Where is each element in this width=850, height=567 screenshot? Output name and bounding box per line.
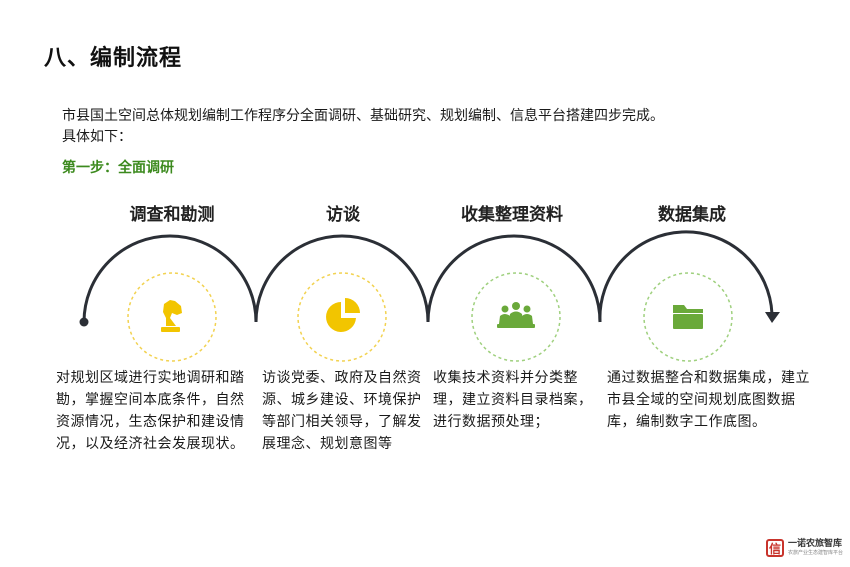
- stage-title-interview: 访谈: [326, 205, 360, 225]
- intro-line-1: 市县国土空间总体规划编制工作程序分全面调研、基础研究、规划编制、信息平台搭建四步…: [62, 108, 664, 124]
- stage-desc-survey: 对规划区域进行实地调研和踏勘，掌握空间本底条件，自然资源情况，生态保护和建设情况…: [56, 370, 245, 452]
- stage-ring-integrate: [643, 272, 733, 362]
- pie-chart-icon: [326, 298, 360, 333]
- stage-title-collect: 收集整理资料: [461, 205, 563, 225]
- folder-icon: [673, 305, 703, 329]
- stage-desc-integrate: 通过数据整合和数据集成，建立市县全域的空间规划底图数据库，编制数字工作底图。: [607, 370, 810, 430]
- stage-desc-collect: 收集技术资料并分类整理，建立资料目录档案，进行数据预处理；: [433, 370, 593, 430]
- flow-start-dot: [79, 317, 89, 327]
- chess-knight-icon: [161, 300, 182, 332]
- logo-subtitle: 农旅产业生态建智库平台: [788, 550, 844, 556]
- page-title: 八、编制流程: [44, 46, 183, 71]
- group-people-icon: [497, 302, 535, 328]
- logo-mark-icon: 信: [766, 539, 784, 557]
- flow-arc-2: [254, 234, 430, 323]
- flow-arc-1: [82, 234, 258, 323]
- stage-ring-survey: [127, 272, 217, 362]
- flow-arc-4: [598, 230, 774, 323]
- logo-name: 一诺农旅智库: [788, 539, 843, 549]
- stage-title-survey: 调查和勘测: [129, 205, 215, 225]
- stage-desc-interview: 访谈党委、政府及自然资源、城乡建设、环境保护等部门相关领导，了解发展理念、规划意…: [262, 370, 422, 452]
- intro-text: 市县国土空间总体规划编制工作程序分全面调研、基础研究、规划编制、信息平台搭建四步…: [62, 106, 664, 148]
- stage-title-integrate: 数据集成: [658, 205, 726, 225]
- stage-ring-collect: [471, 272, 561, 362]
- step-label: 第一步：全面调研: [62, 160, 174, 176]
- stage-ring-interview: [297, 272, 387, 362]
- intro-line-2: 具体如下：: [62, 129, 132, 145]
- flow-end-arrow-icon: [765, 312, 780, 323]
- flow-arc-3: [426, 234, 602, 323]
- brand-logo: 信 一诺农旅智库 农旅产业生态建智库平台: [766, 537, 843, 559]
